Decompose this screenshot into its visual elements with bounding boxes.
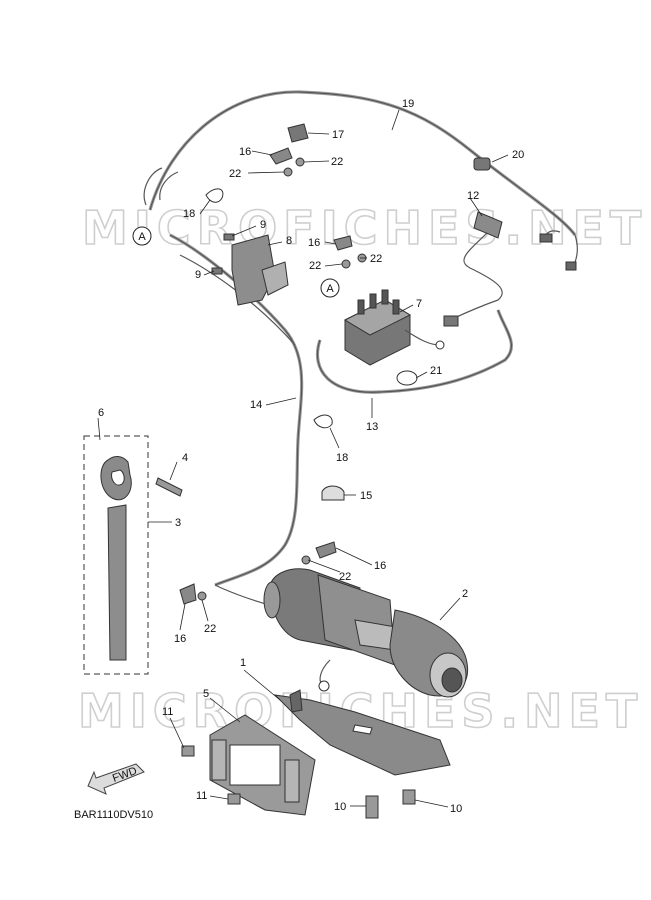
callout-3: 3	[175, 517, 181, 529]
callout-labels: 1 2 3 4 5 6 7 8 9 9 10 10 11 11 12 13 14…	[98, 98, 524, 815]
mounting-plate-1	[273, 689, 451, 776]
cap-16-lower-left	[179, 583, 197, 605]
grommet-20	[473, 157, 491, 171]
callout-21: 21	[430, 365, 442, 377]
callout-18-upper: 18	[183, 208, 195, 220]
svg-text:A: A	[326, 283, 334, 295]
winch-2	[263, 568, 469, 698]
callout-17: 17	[332, 129, 344, 141]
nut-22-upper-a	[283, 167, 293, 177]
clamp-15	[321, 485, 345, 501]
cap-16-upper	[269, 147, 293, 165]
callout-22-upper-a: 22	[331, 156, 343, 168]
screw-9-upper	[223, 233, 235, 241]
callout-4: 4	[182, 452, 188, 464]
callout-12: 12	[467, 190, 479, 202]
callout-6: 6	[98, 407, 104, 419]
callout-9-upper: 9	[260, 219, 266, 231]
cap-16-mid	[333, 235, 353, 251]
callout-16-lower-right: 16	[374, 560, 386, 572]
callout-10-right: 10	[450, 803, 462, 815]
callout-10-left: 10	[334, 801, 346, 813]
callout-19: 19	[402, 98, 414, 110]
band-21	[396, 370, 418, 386]
callout-16-upper: 16	[239, 146, 251, 158]
bolt-10-right	[402, 789, 416, 805]
callout-15: 15	[360, 490, 372, 502]
screw-9-lower	[211, 267, 223, 275]
svg-text:A: A	[138, 231, 146, 243]
bolt-10-left	[365, 795, 379, 819]
callout-5: 5	[203, 688, 209, 700]
bolt-4	[155, 477, 183, 497]
wire-13	[315, 309, 513, 394]
roller-fairlead-5	[209, 714, 316, 816]
wire-12	[443, 211, 503, 327]
callout-16-mid: 16	[308, 237, 320, 249]
callout-2: 2	[462, 588, 468, 600]
nut-22-upper-b	[295, 157, 305, 167]
nut-22-mid-a	[341, 259, 351, 269]
callout-11-upper: 11	[162, 706, 173, 718]
watermark-top: MICROFICHES.NET	[82, 201, 647, 255]
callout-8: 8	[286, 235, 292, 247]
ref-circle-a-lower: A	[320, 278, 340, 298]
leader-lines	[148, 109, 509, 808]
callout-9-lower: 9	[195, 269, 201, 281]
bolt-11-upper	[181, 745, 195, 757]
callout-22-upper-b: 22	[229, 168, 241, 180]
callout-16-lower-left: 16	[174, 633, 186, 645]
callout-20: 20	[512, 149, 524, 161]
cable-tie-18-lower	[313, 414, 333, 429]
callout-14: 14	[250, 399, 262, 411]
svg-text:FWD: FWD	[111, 765, 139, 785]
callout-18-lower: 18	[336, 452, 348, 464]
callout-22-lower-right: 22	[339, 571, 351, 583]
callout-22-lower-left: 22	[204, 623, 216, 635]
cover-17	[287, 123, 309, 143]
callout-22-mid-b: 22	[309, 260, 321, 272]
callout-7: 7	[416, 298, 422, 310]
pin-6	[97, 417, 101, 441]
wire-harness-19	[143, 90, 578, 271]
bolt-11-lower	[227, 793, 241, 805]
hook-strap-assembly-3	[83, 435, 149, 675]
cap-16-lower-right	[315, 541, 337, 559]
ref-circle-a-upper: A	[132, 226, 152, 246]
nut-22-lower-left	[197, 591, 207, 601]
cable-tie-18-upper	[205, 188, 224, 203]
relay-7	[343, 289, 445, 366]
callout-1: 1	[240, 657, 246, 669]
callout-22-mid-a: 22	[370, 253, 382, 265]
drawing-code: BAR1110DV510	[74, 809, 153, 821]
bracket-8	[231, 234, 289, 306]
callout-11-lower: 11	[196, 790, 207, 802]
callout-13: 13	[366, 421, 378, 433]
nut-22-lower-right	[301, 555, 311, 565]
fwd-arrow-icon: FWD	[87, 763, 145, 795]
